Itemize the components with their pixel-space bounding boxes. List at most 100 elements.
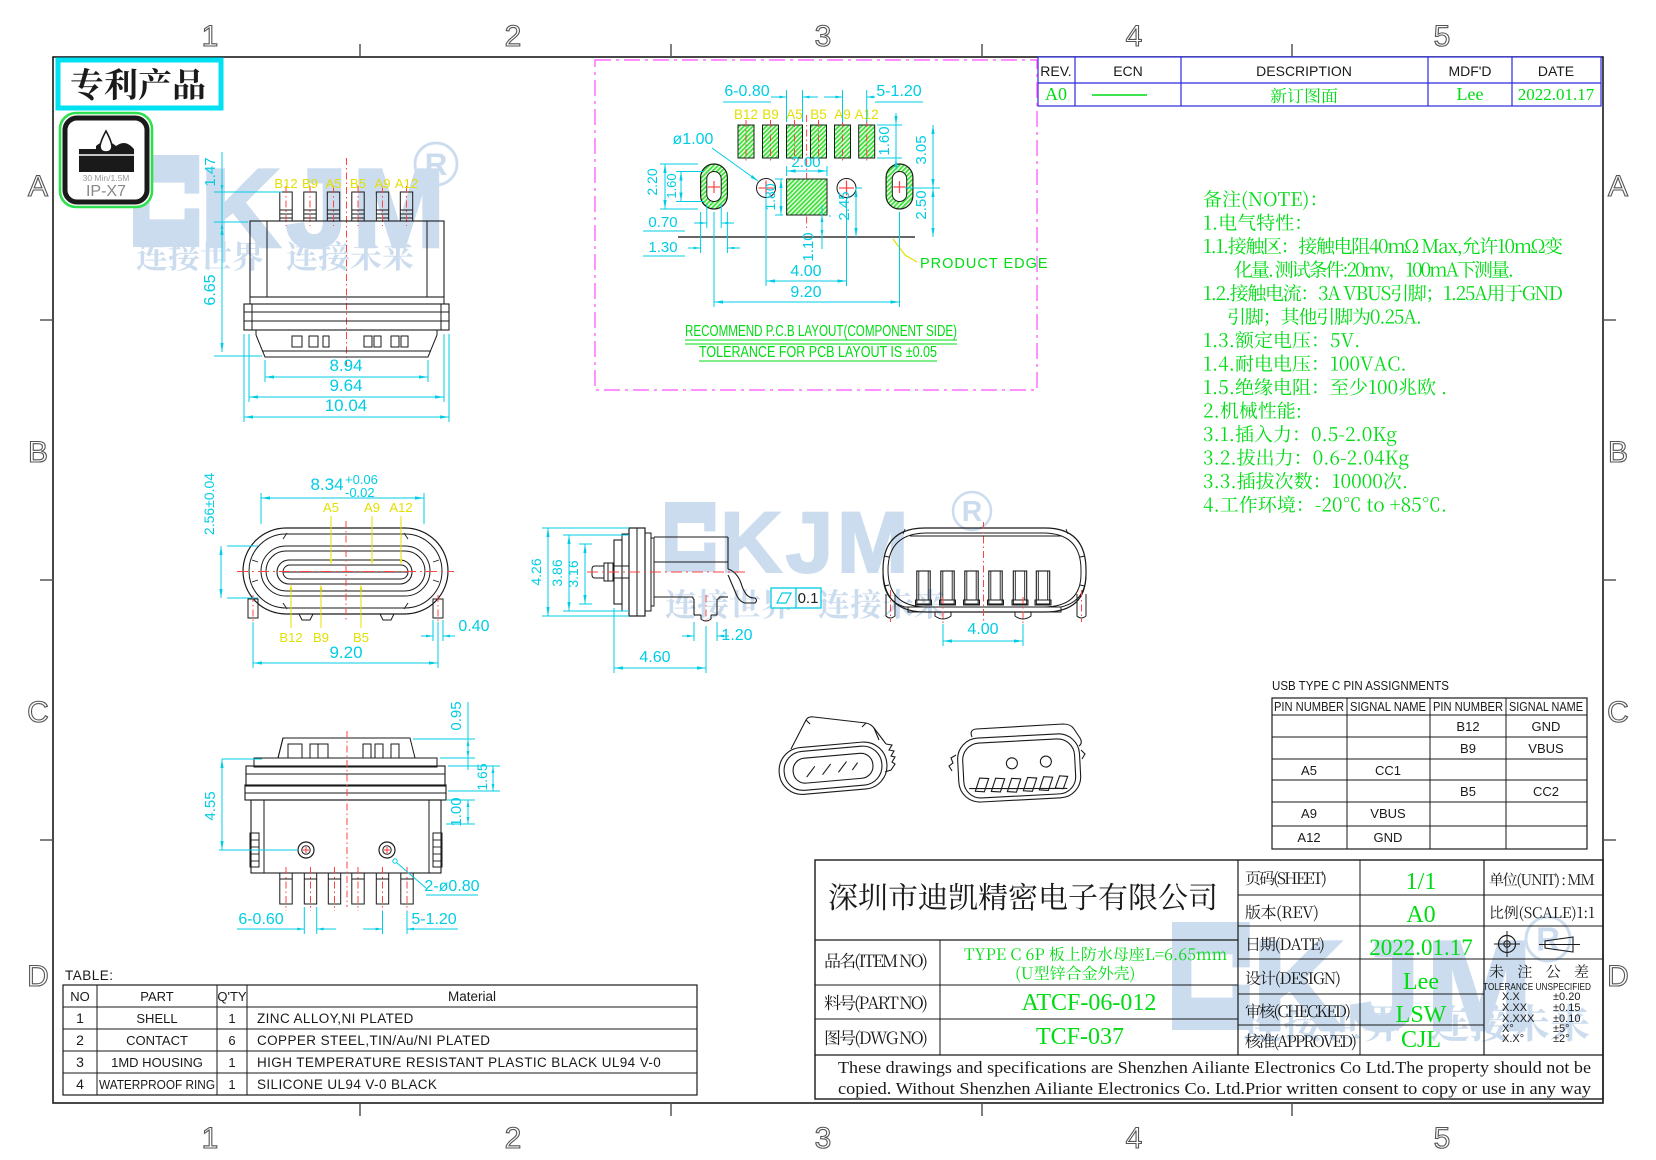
svg-text:TCF-037: TCF-037 [1036,1024,1124,1050]
svg-text:C: C [1607,696,1629,729]
svg-text:5: 5 [1434,20,1451,53]
svg-text:A5: A5 [786,107,803,122]
svg-text:CC2: CC2 [1533,784,1559,799]
svg-text:copied. Without Shenzhen Ailia: copied. Without Shenzhen Ailiante Electr… [838,1079,1592,1098]
svg-text:2022.01.17: 2022.01.17 [1369,935,1473,960]
svg-text:R: R [425,146,448,182]
svg-text:1: 1 [202,1122,219,1155]
svg-text:±0.10: ±0.10 [1553,1013,1580,1025]
svg-text:B9: B9 [762,107,779,122]
svg-text:4.55: 4.55 [202,791,219,820]
svg-text:TABLE:: TABLE: [65,968,114,983]
svg-text:B: B [28,436,48,469]
svg-text:A5: A5 [1301,763,1317,778]
svg-text:A9: A9 [375,176,391,191]
svg-text:A5: A5 [323,500,339,515]
svg-text:D: D [27,960,49,993]
svg-text:1: 1 [228,1011,235,1026]
svg-text:±2°: ±2° [1553,1033,1570,1045]
svg-text:Lee: Lee [1403,969,1439,995]
svg-text:2: 2 [505,1122,522,1155]
svg-text:1.60: 1.60 [876,126,893,155]
svg-text:1/1: 1/1 [1406,869,1437,895]
svg-text:1.47: 1.47 [202,157,219,186]
svg-text:B9: B9 [302,176,318,191]
svg-text:2022.01.17: 2022.01.17 [1518,85,1595,104]
svg-text:B: B [1608,436,1628,469]
svg-text:KJM: KJM [1252,915,1538,1058]
svg-text:ATCF-06-012: ATCF-06-012 [1022,990,1157,1016]
svg-text:R: R [962,496,983,528]
svg-text:TOLERANCE FOR PCB LAYOUT IS ±0: TOLERANCE FOR PCB LAYOUT IS ±0.05 [699,344,937,361]
svg-text:VBUS: VBUS [1528,741,1564,756]
svg-text:1: 1 [76,1010,84,1026]
svg-text:A12: A12 [389,500,412,515]
svg-text:SIGNAL NAME: SIGNAL NAME [1509,700,1583,714]
svg-text:1.20: 1.20 [721,627,752,644]
svg-text:ø1.00: ø1.00 [673,131,714,148]
svg-text:B5: B5 [1460,784,1476,799]
svg-text:8.34: 8.34 [310,475,343,494]
svg-text:A12: A12 [1297,830,1320,845]
svg-text:2.20: 2.20 [644,168,660,195]
svg-text:X.X: X.X [1502,991,1520,1003]
svg-text:10.04: 10.04 [325,396,368,415]
svg-text:HIGH TEMPERATURE RESISTANT PLA: HIGH TEMPERATURE RESISTANT PLASTIC BLACK… [257,1055,661,1070]
svg-text:PIN NUMBER: PIN NUMBER [1433,700,1503,714]
svg-text:-0.02: -0.02 [345,485,375,500]
svg-text:0.95: 0.95 [448,701,465,730]
svg-text:COPPER STEEL,TIN/Au/NI PLATED: COPPER STEEL,TIN/Au/NI PLATED [257,1033,490,1048]
svg-text:4.60: 4.60 [639,649,670,666]
svg-text:2.45: 2.45 [836,191,853,220]
svg-text:MDF'D: MDF'D [1448,63,1491,79]
svg-text:4.00: 4.00 [790,263,821,280]
svg-text:A: A [1608,170,1628,203]
svg-text:X.X°: X.X° [1502,1033,1524,1045]
svg-text:X.XXX: X.XXX [1502,1013,1535,1025]
svg-text:3: 3 [815,20,832,53]
svg-text:B9: B9 [313,630,329,645]
svg-text:B12: B12 [734,107,758,122]
svg-text:4: 4 [1126,1122,1143,1155]
svg-text:±0.20: ±0.20 [1553,991,1580,1003]
svg-text:6-0.60: 6-0.60 [238,911,283,928]
svg-text:1.80: 1.80 [762,183,778,210]
svg-text:These drawings and specificati: These drawings and specifications are Sh… [838,1058,1591,1077]
svg-text:0.70: 0.70 [648,214,677,231]
svg-text:A9: A9 [364,500,380,515]
svg-text:Q'TY: Q'TY [217,989,247,1004]
svg-text:NO: NO [70,989,90,1004]
svg-text:D: D [1607,960,1629,993]
svg-text:9.20: 9.20 [329,643,362,662]
svg-text:SHELL: SHELL [136,1011,177,1026]
svg-text:3.05: 3.05 [913,135,930,164]
svg-text:1.65: 1.65 [474,763,490,790]
svg-text:+0.06: +0.06 [345,472,378,487]
svg-text:4.00: 4.00 [967,621,998,638]
svg-text:5-1.20: 5-1.20 [411,911,456,928]
svg-text:2: 2 [76,1032,84,1048]
svg-text:2.00: 2.00 [791,154,820,171]
svg-text:1.00: 1.00 [448,797,465,826]
svg-text:GND: GND [1374,830,1403,845]
svg-text:IP-X7: IP-X7 [86,183,126,200]
svg-text:KJM: KJM [720,495,912,591]
svg-text:6.65: 6.65 [202,274,219,305]
svg-text:3.16: 3.16 [565,560,581,587]
svg-text:1: 1 [202,20,219,53]
svg-text:0.1: 0.1 [798,590,819,607]
svg-text:2-ø0.80: 2-ø0.80 [424,878,479,895]
svg-text:ZINC ALLOY,NI PLATED: ZINC ALLOY,NI PLATED [257,1011,414,1026]
svg-text:A9: A9 [1301,806,1317,821]
svg-text:SIGNAL NAME: SIGNAL NAME [1350,700,1426,714]
svg-text:C: C [27,696,49,729]
svg-text:B5: B5 [353,630,369,645]
svg-text:LSW: LSW [1396,1002,1447,1028]
svg-text:30 Min/1.5M: 30 Min/1.5M [83,173,130,183]
svg-text:ECN: ECN [1113,63,1143,79]
svg-text:DESCRIPTION: DESCRIPTION [1256,63,1352,79]
svg-text:B12: B12 [279,630,302,645]
svg-text:4: 4 [76,1076,84,1092]
svg-text:4.26: 4.26 [528,558,544,585]
svg-text:X°: X° [1502,1023,1514,1035]
